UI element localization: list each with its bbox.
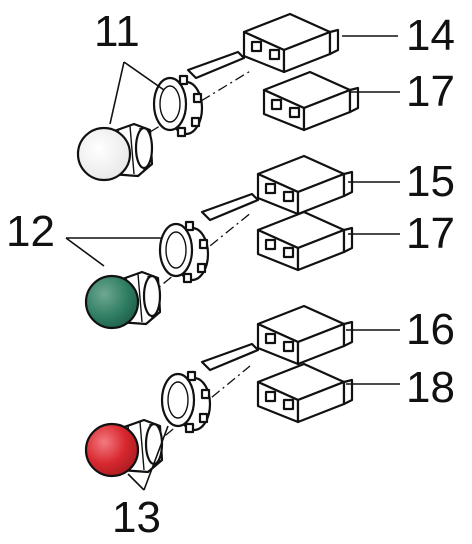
button-lens-red (84, 422, 140, 478)
mounting-ring-white (152, 74, 204, 138)
callout-17-lower: 17 (406, 209, 455, 258)
leader-12 (65, 237, 162, 267)
contact-block-18 (256, 362, 354, 424)
assembly-green (65, 154, 400, 330)
callout-17-upper: 17 (406, 67, 455, 116)
callout-15: 15 (406, 157, 455, 206)
button-lens-white (76, 126, 132, 182)
contact-block-17-b (256, 210, 354, 272)
contact-block-14 (186, 12, 340, 80)
callout-16: 16 (406, 305, 455, 354)
callout-18: 18 (406, 363, 455, 412)
callout-12: 12 (6, 207, 55, 256)
contact-block-17-a (262, 70, 360, 132)
assembly-red (84, 304, 400, 491)
assembly-white (76, 12, 400, 182)
callout-13: 13 (112, 493, 161, 542)
callout-11: 11 (94, 7, 140, 56)
leader-13 (127, 425, 169, 491)
mounting-ring-green (158, 220, 210, 284)
callout-14: 14 (406, 11, 455, 60)
contact-block-16 (200, 304, 354, 372)
button-lens-green (84, 274, 140, 330)
leader-11 (109, 61, 165, 125)
mounting-ring-red (160, 370, 212, 434)
contact-block-15 (200, 154, 354, 222)
